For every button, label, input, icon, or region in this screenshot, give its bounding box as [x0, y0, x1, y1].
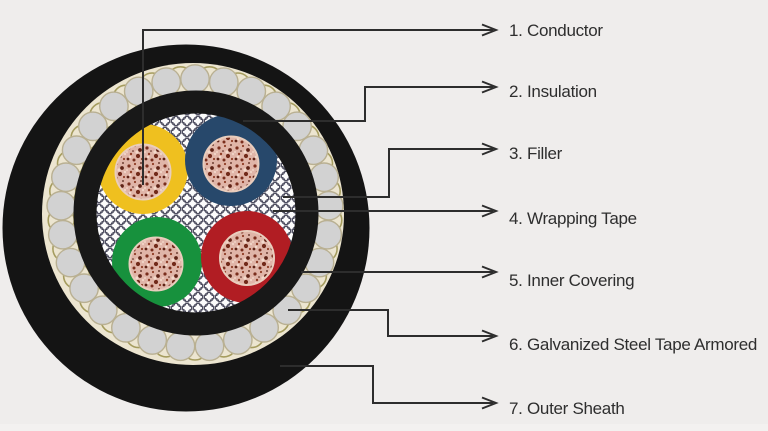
- armor-bead: [151, 67, 182, 98]
- armor-bead: [282, 111, 312, 142]
- armor-bead: [180, 64, 210, 94]
- label-outer-sheath: 7. Outer Sheath: [509, 399, 625, 418]
- label-filler: 3. Filler: [509, 144, 563, 163]
- armor-bead: [87, 295, 118, 326]
- bottom-strip: [0, 424, 768, 431]
- armor-bead: [111, 312, 141, 343]
- label-wrapping-tape: 4. Wrapping Tape: [509, 209, 637, 228]
- leader-line-filler: [283, 148, 493, 198]
- armor-bead: [165, 331, 196, 362]
- inner-covering: [73, 90, 319, 336]
- arrowhead-wrapping-tape: [481, 204, 499, 218]
- armor-bead: [46, 190, 77, 221]
- core-conductor-green: [128, 236, 184, 292]
- armor-bead: [47, 219, 78, 250]
- armor-bead: [69, 273, 100, 304]
- core-conductor-red: [219, 230, 275, 286]
- armor-bead: [61, 135, 92, 166]
- arrowhead-conductor: [481, 23, 499, 37]
- leader-line-insulation: [243, 86, 493, 122]
- arrowhead-insulation: [481, 80, 499, 94]
- armor-bead: [51, 162, 81, 193]
- arrowhead-outer-sheath: [481, 396, 499, 410]
- leader-lines: [142, 23, 499, 410]
- arrowhead-inner-covering: [481, 265, 499, 279]
- label-conductor: 1. Conductor: [509, 21, 603, 40]
- label-inner-covering: 5. Inner Covering: [509, 271, 635, 290]
- armor-bead: [313, 190, 344, 221]
- arrowhead-armor: [481, 329, 499, 343]
- leader-line-outer-sheath: [280, 365, 493, 404]
- leader-line-armor: [288, 309, 493, 337]
- armor-bead: [99, 91, 129, 122]
- armor-bead: [194, 331, 225, 362]
- label-insulation: 2. Insulation: [509, 82, 597, 101]
- armor-bead: [78, 111, 108, 142]
- leader-line-conductor: [142, 29, 493, 185]
- arrowhead-filler: [481, 142, 499, 156]
- core-conductor-blue: [202, 135, 260, 193]
- label-armor: 6. Galvanized Steel Tape Armored: [509, 335, 758, 354]
